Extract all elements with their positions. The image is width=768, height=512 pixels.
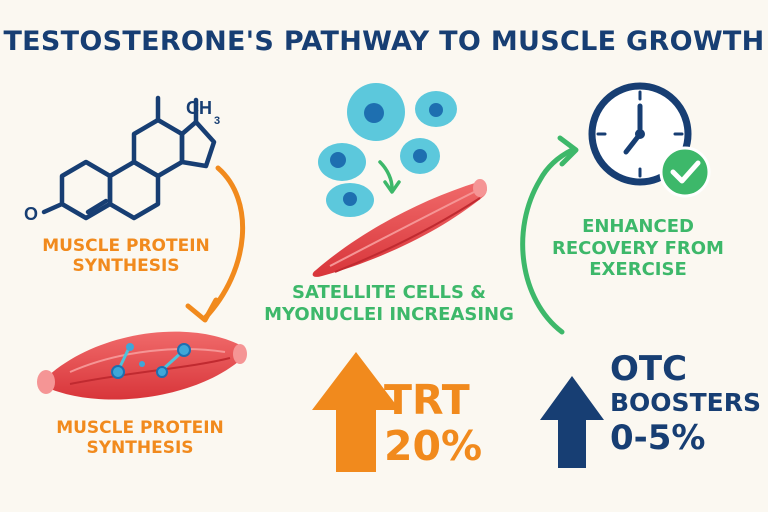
orange-curved-arrow bbox=[202, 165, 246, 321]
ketone-label: O bbox=[24, 204, 38, 224]
otc-line2: BOOSTERS bbox=[610, 387, 761, 417]
otc-line1: OTC bbox=[610, 349, 688, 389]
orange-up-arrow-icon bbox=[312, 352, 400, 472]
step-recovery: ENHANCED RECOVERY FROM EXERCISE bbox=[552, 216, 724, 281]
methyl-subscript: 3 bbox=[214, 115, 220, 127]
navy-up-arrow-icon bbox=[540, 376, 604, 468]
step-protein-synthesis-top: MUSCLE PROTEIN SYNTHESIS bbox=[42, 236, 210, 277]
step-protein-synthesis-bottom: MUSCLE PROTEIN SYNTHESIS bbox=[56, 418, 224, 459]
muscle-fiber-icon bbox=[37, 331, 247, 400]
orange-arrowhead bbox=[185, 297, 219, 323]
green-curved-arrow bbox=[520, 147, 575, 335]
green-small-arrow bbox=[378, 160, 394, 190]
methyl-label: CH bbox=[186, 98, 212, 118]
step-satellite-cells: SATELLITE CELLS & MYONUCLEI INCREASING bbox=[264, 282, 514, 325]
otc-stat: OTC BOOSTERS 0-5% bbox=[610, 349, 761, 458]
testosterone-molecule-icon bbox=[41, 95, 217, 221]
muscle-fiber-center-icon bbox=[312, 179, 487, 277]
check-badge-icon bbox=[659, 146, 711, 198]
page-title: TESTOSTERONE'S PATHWAY TO MUSCLE GROWTH bbox=[3, 26, 765, 57]
trt-stat: TRT 20% bbox=[384, 376, 484, 470]
satellite-cells-icon bbox=[318, 83, 457, 217]
trt-value: 20% bbox=[384, 421, 483, 470]
otc-value: 0-5% bbox=[610, 417, 706, 458]
trt-label: TRT bbox=[384, 376, 470, 424]
